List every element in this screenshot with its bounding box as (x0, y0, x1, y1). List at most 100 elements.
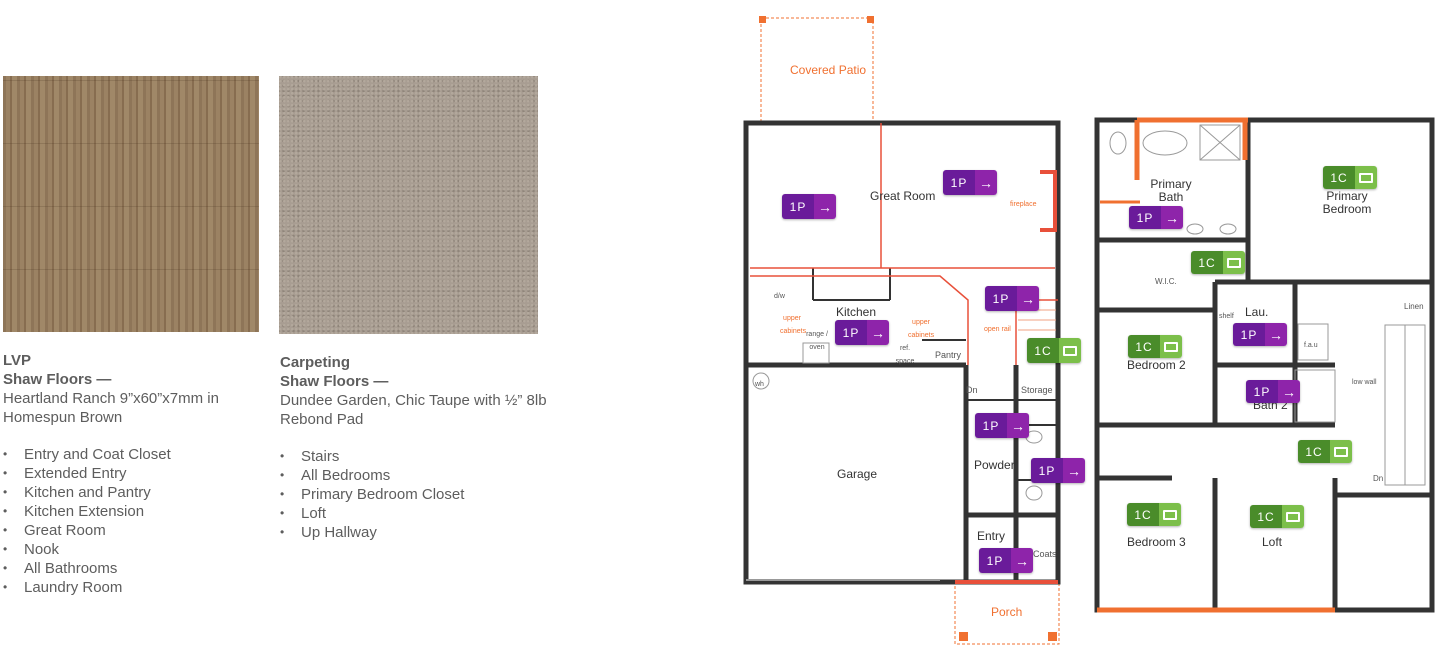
lvp-badge[interactable]: 1P→ (979, 548, 1033, 573)
arrow-right-icon: → (975, 170, 997, 195)
porch-label: Porch (991, 605, 1023, 619)
ref-space-label: ref. space (895, 345, 915, 365)
shelf-label: shelf (1219, 313, 1234, 320)
arrow-right-icon: → (1161, 206, 1183, 229)
upper-cabinets-label: upper cabinets (908, 319, 935, 339)
lvp-brand: Shaw Floors — (3, 371, 112, 388)
badge-label: 1P (835, 320, 867, 345)
list-item: Great Room (3, 521, 253, 540)
carpet-swatch (279, 76, 538, 334)
list-item: Kitchen Extension (3, 502, 253, 521)
lvp-badge[interactable]: 1P→ (1129, 206, 1183, 229)
fireplace-label: fireplace (1010, 201, 1037, 208)
carpet-description: Carpeting Shaw Floors — Dundee Garden, C… (280, 353, 550, 542)
lvp-room-list: Entry and Coat Closet Extended Entry Kit… (3, 445, 253, 597)
carpet-badge[interactable]: 1C (1191, 251, 1245, 274)
fau-label: f.a.u (1304, 342, 1318, 349)
badge-label: 1P (1246, 380, 1278, 403)
list-item: Nook (3, 540, 253, 559)
covered-patio-label: Covered Patio (790, 63, 867, 77)
list-item: Entry and Coat Closet (3, 445, 253, 464)
badge-label: 1P (979, 548, 1011, 573)
badge-label: 1P (985, 286, 1017, 311)
laundry-label: Lau. (1245, 305, 1269, 319)
carpet-icon (1059, 338, 1081, 363)
arrow-right-icon: → (1007, 413, 1029, 438)
carpet-title: Carpeting (280, 354, 351, 371)
garage-label: Garage (837, 467, 878, 481)
lvp-badge[interactable]: 1P→ (1246, 380, 1300, 403)
carpet-badge[interactable]: 1C (1298, 440, 1352, 463)
carpet-icon (1160, 335, 1182, 358)
second-floor-highlights (1097, 117, 1335, 613)
fireplace-outline (1040, 170, 1057, 232)
lvp-description: LVP Shaw Floors — Heartland Ranch 9”x60”… (3, 351, 253, 597)
kitchen-label: Kitchen (836, 305, 877, 319)
list-item: Stairs (280, 447, 550, 466)
arrow-right-icon: → (1278, 380, 1300, 403)
carpet-badge[interactable]: 1C (1127, 503, 1181, 526)
bedroom-3-label: Bedroom 3 (1127, 535, 1186, 549)
badge-label: 1C (1191, 251, 1223, 274)
list-item: Primary Bedroom Closet (280, 485, 550, 504)
badge-label: 1P (1031, 458, 1063, 483)
badge-label: 1C (1128, 335, 1160, 358)
carpet-brand: Shaw Floors — (280, 373, 389, 390)
stair-lines (1018, 309, 1056, 331)
post-markers (759, 16, 1057, 641)
badge-label: 1C (1323, 166, 1355, 189)
carpet-badge[interactable]: 1C (1128, 335, 1182, 358)
primary-bedroom-label: Primary Bedroom (1322, 189, 1372, 216)
upper-cabinets-label: upper cabinets (780, 315, 807, 335)
badge-label: 1P (1233, 323, 1265, 346)
storage-label: Storage (1021, 385, 1053, 395)
carpet-icon (1282, 505, 1304, 528)
list-item: Laundry Room (3, 578, 253, 597)
lvp-badge[interactable]: 1P→ (835, 320, 889, 345)
linen-label: Linen (1404, 302, 1424, 311)
list-item: All Bathrooms (3, 559, 253, 578)
carpet-icon (1159, 503, 1181, 526)
wic-label: W.I.C. (1155, 277, 1177, 286)
carpet-icon (1223, 251, 1245, 274)
powder-label: Powder (974, 458, 1015, 472)
lvp-badge[interactable]: 1P→ (975, 413, 1029, 438)
list-item: Kitchen and Pantry (3, 483, 253, 502)
lvp-product: Heartland Ranch 9”x60”x7mm in Homespun B… (3, 390, 219, 426)
list-item: Up Hallway (280, 523, 550, 542)
lvp-badge[interactable]: 1P→ (1233, 323, 1287, 346)
list-item: Extended Entry (3, 464, 253, 483)
open-rail-label: open rail (984, 326, 1011, 333)
list-item: Loft (280, 504, 550, 523)
badge-label: 1P (975, 413, 1007, 438)
bedroom-2-label: Bedroom 2 (1127, 358, 1186, 372)
carpet-badge[interactable]: 1C (1027, 338, 1081, 363)
lvp-swatch (3, 76, 259, 332)
badge-label: 1C (1298, 440, 1330, 463)
down-label: Dn (1373, 474, 1384, 483)
arrow-right-icon: → (1265, 323, 1287, 346)
arrow-right-icon: → (1063, 458, 1085, 483)
badge-label: 1C (1127, 503, 1159, 526)
loft-label: Loft (1262, 535, 1283, 549)
range-label: range / oven (806, 331, 828, 351)
low-wall-label: low wall (1352, 379, 1377, 386)
great-room-label: Great Room (870, 189, 936, 203)
carpet-badge[interactable]: 1C (1250, 505, 1304, 528)
badge-label: 1P (1129, 206, 1161, 229)
arrow-right-icon: → (814, 194, 836, 219)
carpet-icon (1330, 440, 1352, 463)
lvp-badge[interactable]: 1P→ (985, 286, 1039, 311)
water-heater-label: wh (755, 381, 764, 388)
lvp-badge[interactable]: 1P→ (943, 170, 997, 195)
badge-label: 1C (1027, 338, 1059, 363)
lvp-badge[interactable]: 1P→ (1031, 458, 1085, 483)
badge-label: 1P (943, 170, 975, 195)
carpet-badge[interactable]: 1C (1323, 166, 1377, 189)
carpet-icon (1355, 166, 1377, 189)
badge-label: 1C (1250, 505, 1282, 528)
lvp-badge[interactable]: 1P→ (782, 194, 836, 219)
list-item: All Bedrooms (280, 466, 550, 485)
arrow-right-icon: → (1011, 548, 1033, 573)
